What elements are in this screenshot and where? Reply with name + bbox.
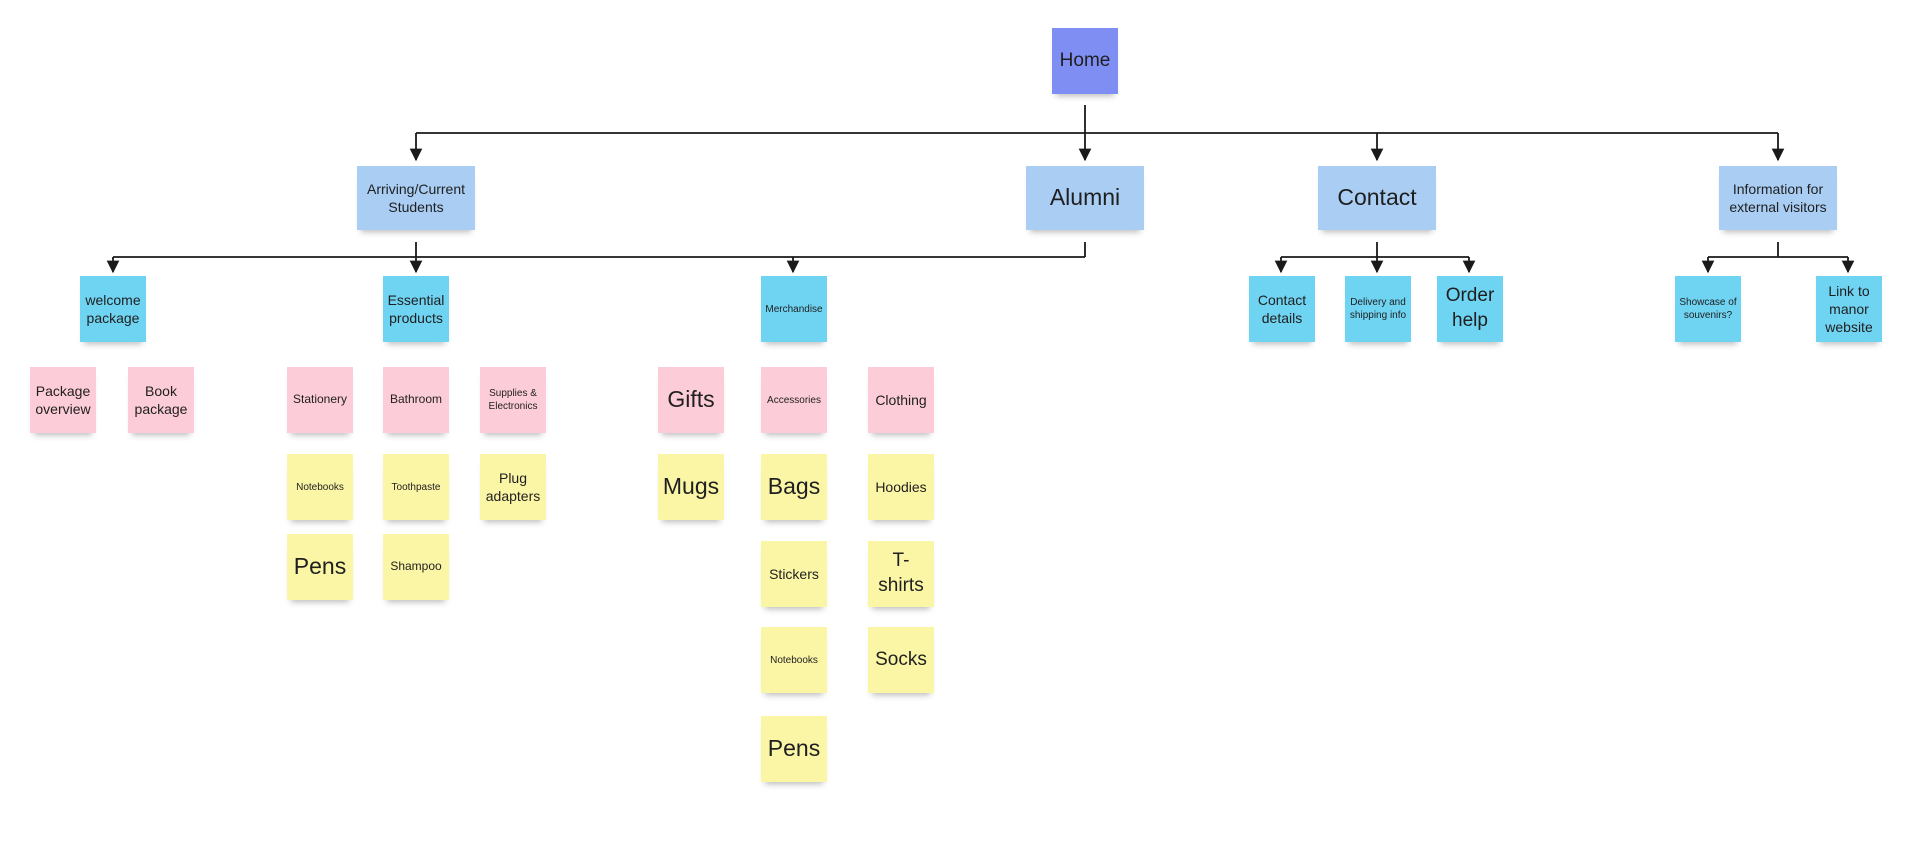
- contact-section-node: Contact: [1318, 166, 1436, 230]
- delivery-info-node: Delivery and shipping info: [1345, 276, 1411, 342]
- manor-link-label: Link to manor website: [1825, 282, 1873, 336]
- bathroom-shampoo-note: Shampoo: [383, 534, 449, 600]
- bags-note: Bags: [761, 454, 827, 520]
- merchandise-node: Merchandise: [761, 276, 827, 342]
- showcase-node: Showcase of souvenirs?: [1675, 276, 1741, 342]
- visitors-section-node: Information for external visitors: [1719, 166, 1837, 230]
- bags-label: Bags: [767, 473, 821, 500]
- book-package-note: Book package: [128, 367, 194, 433]
- clothing-label: Clothing: [875, 391, 927, 408]
- merch-notebooks-label: Notebooks: [770, 654, 818, 666]
- students-section-label: Arriving/Current Students: [366, 180, 466, 215]
- clothing-note: Clothing: [868, 367, 934, 433]
- contact-details-node: Contact details: [1249, 276, 1315, 342]
- contact-details-label: Contact details: [1257, 291, 1307, 326]
- stickers-label: Stickers: [769, 565, 819, 582]
- alumni-section-label: Alumni: [1049, 184, 1121, 211]
- plug-adapters-label: Plug adapters: [485, 469, 541, 504]
- essential-products-node: Essential products: [383, 276, 449, 342]
- supplies-electronics-label: Supplies & Electronics: [488, 388, 538, 412]
- home-node: Home: [1052, 28, 1118, 94]
- accessories-note: Accessories: [761, 367, 827, 433]
- package-overview-note: Package overview: [30, 367, 96, 433]
- manor-link-node: Link to manor website: [1816, 276, 1882, 342]
- mugs-label: Mugs: [662, 473, 720, 500]
- delivery-info-label: Delivery and shipping info: [1349, 297, 1407, 321]
- stationery-pens-label: Pens: [293, 553, 347, 580]
- welcome-package-label: welcome package: [85, 291, 141, 326]
- bathroom-toothpaste-label: Toothpaste: [391, 481, 441, 493]
- merch-pens-label: Pens: [767, 735, 821, 762]
- socks-note: Socks: [868, 627, 934, 693]
- order-help-node: Order help: [1437, 276, 1503, 342]
- showcase-label: Showcase of souvenirs?: [1679, 297, 1737, 321]
- visitors-section-label: Information for external visitors: [1729, 180, 1827, 215]
- order-help-label: Order help: [1445, 285, 1495, 331]
- essential-products-label: Essential products: [387, 291, 445, 326]
- stationery-label: Stationery: [292, 392, 348, 407]
- merch-pens-note: Pens: [761, 716, 827, 782]
- tshirts-note: T-shirts: [868, 541, 934, 607]
- gifts-label: Gifts: [667, 386, 715, 413]
- alumni-section-node: Alumni: [1026, 166, 1144, 230]
- supplies-electronics-note: Supplies & Electronics: [480, 367, 546, 433]
- stationery-notebooks-note: Notebooks: [287, 454, 353, 520]
- welcome-package-node: welcome package: [80, 276, 146, 342]
- bathroom-note: Bathroom: [383, 367, 449, 433]
- bathroom-shampoo-label: Shampoo: [390, 559, 442, 574]
- students-section-node: Arriving/Current Students: [357, 166, 475, 230]
- hoodies-note: Hoodies: [868, 454, 934, 520]
- socks-label: Socks: [875, 648, 927, 670]
- merch-notebooks-note: Notebooks: [761, 627, 827, 693]
- package-overview-label: Package overview: [35, 382, 91, 417]
- contact-section-label: Contact: [1337, 184, 1417, 211]
- tshirts-label: T-shirts: [878, 550, 924, 596]
- stationery-note: Stationery: [287, 367, 353, 433]
- stationery-pens-note: Pens: [287, 534, 353, 600]
- bathroom-label: Bathroom: [389, 392, 443, 407]
- stickers-note: Stickers: [761, 541, 827, 607]
- home-label: Home: [1059, 49, 1111, 71]
- mugs-note: Mugs: [658, 454, 724, 520]
- bathroom-toothpaste-note: Toothpaste: [383, 454, 449, 520]
- hoodies-label: Hoodies: [875, 478, 927, 495]
- gifts-note: Gifts: [658, 367, 724, 433]
- plug-adapters-note: Plug adapters: [480, 454, 546, 520]
- merchandise-label: Merchandise: [765, 303, 823, 315]
- book-package-label: Book package: [134, 382, 188, 417]
- stationery-notebooks-label: Notebooks: [296, 481, 344, 493]
- accessories-label: Accessories: [767, 394, 821, 406]
